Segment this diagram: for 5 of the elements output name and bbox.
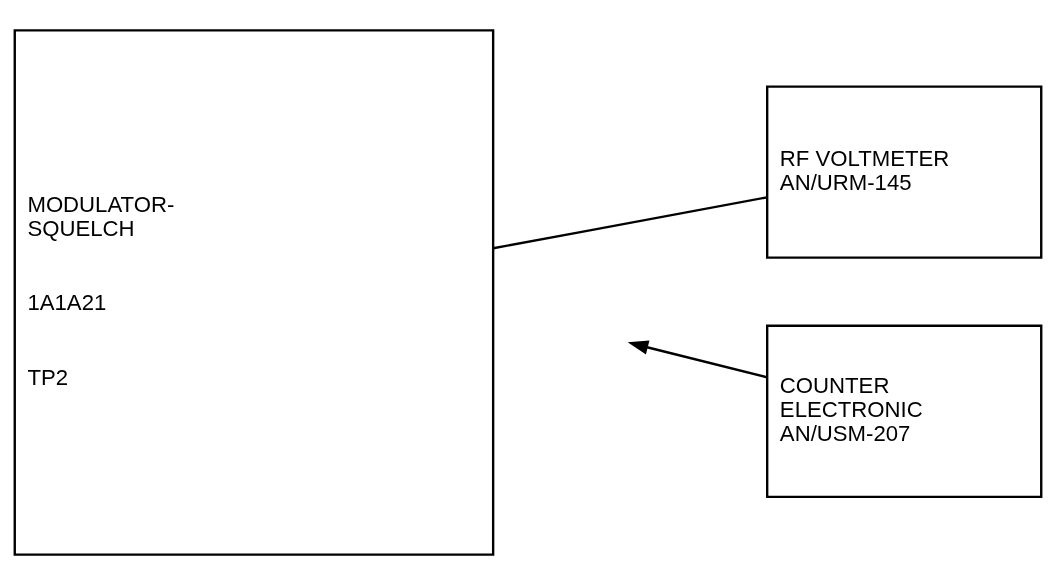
node-box: MODULATOR- SQUELCH 1A1A21 TP2 xyxy=(13,28,495,556)
connector xyxy=(493,195,768,249)
arrow xyxy=(627,339,768,378)
node-box: COUNTER ELECTRONIC AN/USM-207 xyxy=(766,324,1043,498)
node-box: RF VOLTMETER AN/URM-145 xyxy=(766,84,1043,259)
